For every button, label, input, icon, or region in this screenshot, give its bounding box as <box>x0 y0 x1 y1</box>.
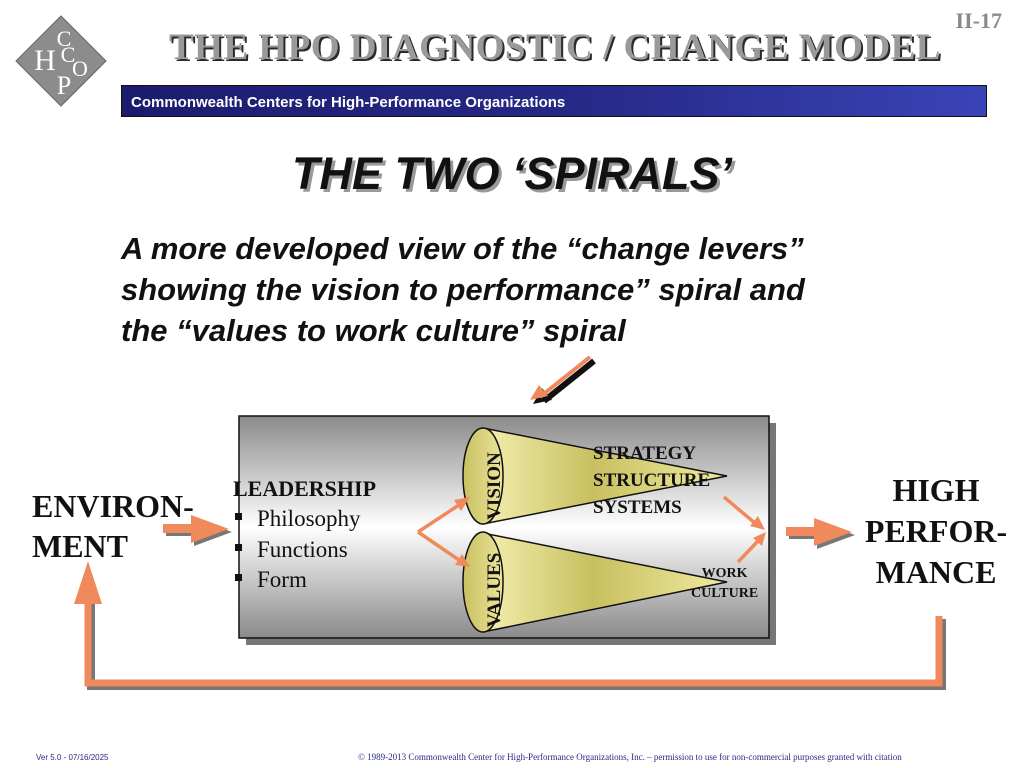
performance-arrow <box>786 518 855 549</box>
description-text: A more developed view of the “change lev… <box>121 231 805 348</box>
slide-subtitle: THE TWO ‘SPIRALS’ <box>291 148 732 199</box>
logo-letter-c2: C <box>61 42 76 67</box>
work-culture-label: WORK CULTURE <box>691 564 758 604</box>
organization-banner: Commonwealth Centers for High-Performanc… <box>121 85 987 117</box>
leadership-to-values-arrow <box>417 530 460 562</box>
environment-label: ENVIRON- MENT <box>32 486 194 566</box>
banner-text: Commonwealth Centers for High-Performanc… <box>131 94 566 111</box>
strategy-list: STRATEGY STRUCTURE SYSTEMS <box>593 440 710 521</box>
feedback-loop-arrow <box>84 601 946 690</box>
leadership-item: Form <box>235 567 307 593</box>
pointer-arrow <box>530 355 596 404</box>
logo-letter-h: H <box>34 44 56 77</box>
logo-letter-c1: C <box>57 26 72 51</box>
copyright-text: © 1989-2013 Commonwealth Center for High… <box>358 752 902 762</box>
version-text: Ver 5.0 - 07/16/2025 <box>36 753 109 762</box>
leadership-item-label: Form <box>257 567 307 592</box>
values-oval <box>462 531 504 633</box>
leadership-to-vision-arrow <box>417 503 460 534</box>
bullet-icon <box>235 513 242 521</box>
work-culture-line-2: CULTURE <box>691 586 759 601</box>
high-performance-line-1: HIGH <box>892 472 980 508</box>
bullet-icon <box>235 544 242 552</box>
leadership-item: Functions <box>235 537 348 563</box>
page-title: THE HPO DIAGNOSTIC / CHANGE MODEL <box>168 27 941 68</box>
strategy-item: STRATEGY <box>593 443 697 464</box>
values-arrowhead <box>455 554 470 567</box>
strategy-converge-arrow <box>722 495 758 526</box>
vision-label: VISION <box>484 452 505 520</box>
leadership-item-label: Functions <box>257 537 348 562</box>
leadership-item-label: Philosophy <box>257 506 361 531</box>
strategy-item: STRUCTURE <box>593 470 711 491</box>
vision-arrowhead <box>454 497 470 511</box>
values-label: VALUES <box>484 552 505 628</box>
vision-oval <box>462 427 504 525</box>
high-performance-line-2: PERFOR- <box>864 513 1008 549</box>
high-performance-line-3: MANCE <box>875 554 997 590</box>
logo-letter-p: P <box>57 71 71 100</box>
feedback-arrowhead <box>74 561 102 604</box>
page-number: II-17 <box>955 8 1002 33</box>
culture-converge-arrow <box>736 539 760 564</box>
high-performance-label: HIGH PERFOR- MANCE <box>860 470 1012 593</box>
hpo-logo: C H C P O <box>15 15 107 107</box>
leadership-title: LEADERSHIP <box>233 476 377 501</box>
work-culture-line-1: WORK <box>701 566 748 581</box>
environment-line-1: ENVIRON- <box>32 488 194 524</box>
logo-letter-o: O <box>72 56 88 81</box>
strategy-item: SYSTEMS <box>593 497 682 518</box>
environment-arrow <box>163 515 232 546</box>
leadership-item: Philosophy <box>235 506 361 532</box>
bullet-icon <box>235 574 242 582</box>
environment-line-2: MENT <box>32 528 128 564</box>
